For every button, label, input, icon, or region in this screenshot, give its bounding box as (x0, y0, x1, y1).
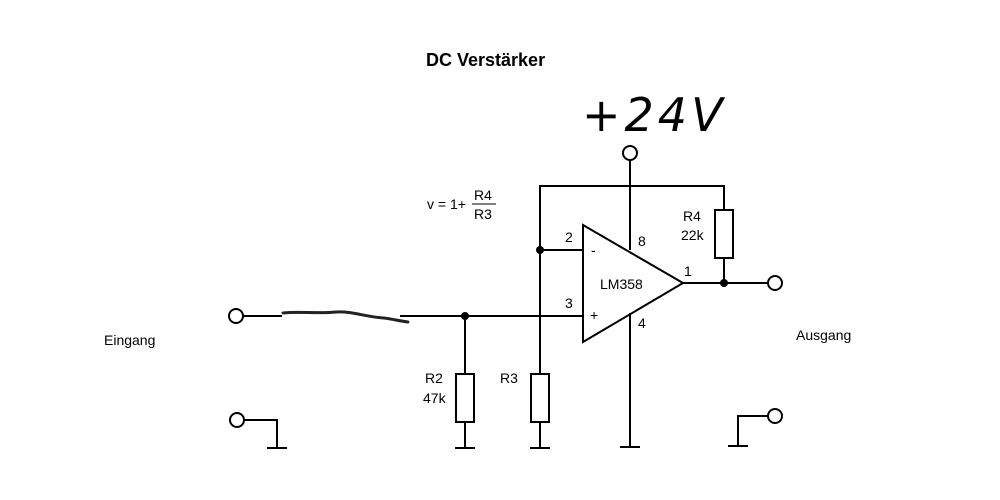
wire-input-hand-drawn (281, 310, 410, 324)
input-ground-terminal (229, 412, 245, 428)
gain-formula-denominator: R3 (474, 206, 492, 222)
gain-formula-prefix: v = 1+ (427, 196, 466, 212)
r4-name: R4 (683, 208, 701, 224)
resistor-r2 (455, 373, 475, 423)
output-terminal (767, 275, 783, 291)
junction-dot-output (720, 279, 728, 287)
r4-value: 22k (681, 227, 705, 243)
pin-inverting-sign: - (591, 242, 596, 258)
pin-number-noninverting: 3 (565, 295, 573, 311)
supply-terminal (622, 145, 638, 161)
pin-number-inverting: 2 (565, 229, 573, 245)
junction-dot-inverting (536, 246, 544, 254)
output-ground-terminal (767, 408, 783, 424)
pin-number-output: 1 (684, 263, 692, 279)
r3-name: R3 (500, 370, 518, 386)
output-label: Ausgang (796, 327, 851, 343)
gain-formula: v = 1+ R4 R3 (427, 187, 496, 222)
r2-value: 47k (423, 390, 447, 406)
input-terminal (228, 308, 244, 324)
gain-formula-numerator: R4 (474, 187, 492, 203)
resistor-r3 (530, 373, 550, 423)
pin-number-vcc: 8 (638, 233, 646, 249)
pin-number-gnd: 4 (638, 315, 646, 331)
input-label: Eingang (104, 332, 155, 348)
opamp-name: LM358 (600, 276, 643, 292)
opamp-symbol (582, 223, 685, 344)
supply-voltage-label: +24V (582, 88, 727, 142)
r2-name: R2 (425, 370, 443, 386)
resistor-r4 (714, 209, 734, 259)
wire-output-ground (737, 415, 768, 446)
diagram-title: DC Verstärker (426, 50, 545, 70)
pin-noninverting-sign: + (590, 307, 598, 323)
wire-input-ground (244, 419, 278, 448)
